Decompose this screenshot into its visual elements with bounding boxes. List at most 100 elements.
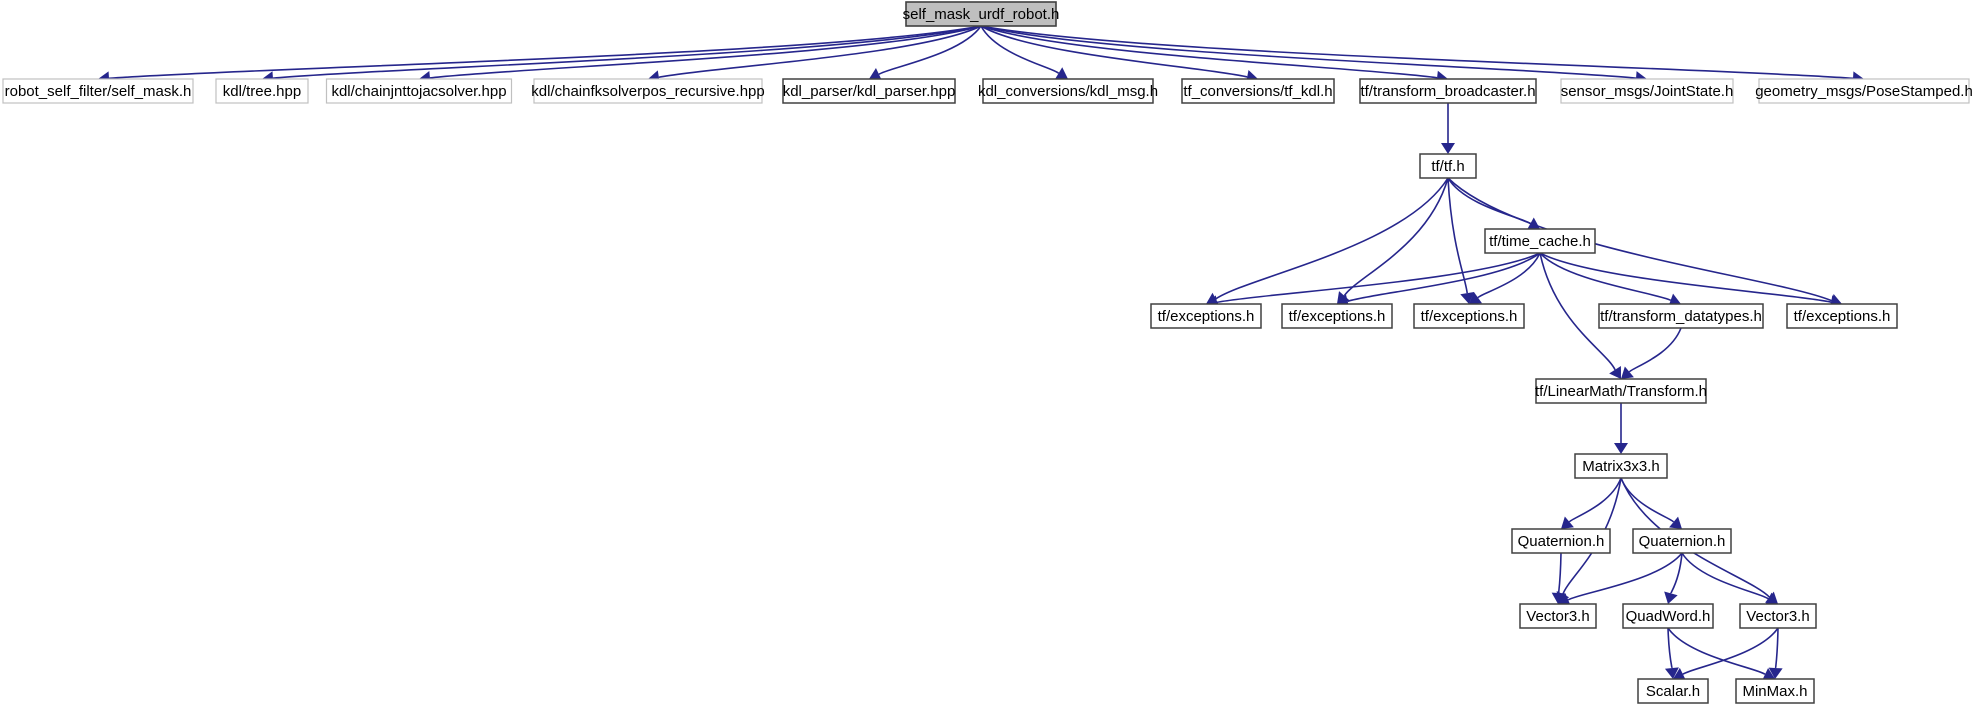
node-label: tf/exceptions.h [1158,308,1255,325]
arrowhead-icon [1768,667,1783,679]
node-label: tf/tf.h [1431,158,1464,175]
node-box[interactable] [1622,603,1714,629]
node-box[interactable] [905,1,1057,27]
node-box[interactable] [1560,78,1734,104]
node-box[interactable] [1519,603,1597,629]
node-box[interactable] [1181,78,1335,104]
edge-matrix3x3-h-to-quaternion-h [1568,477,1622,523]
graph-node-tf-transform-broadcaster-h[interactable]: tf/transform_broadcaster.h [1359,78,1537,104]
graph-node-geometry-msgs-posestamped-h[interactable]: geometry_msgs/PoseStamped.h [1755,78,1973,104]
node-label: geometry_msgs/PoseStamped.h [1755,83,1973,100]
graph-node-kdl-chainjnttojacsolver-hpp[interactable]: kdl/chainjnttojacsolver.hpp [325,78,513,104]
edge-tf-time-cache-h-to-tf-transform-datatypes-h [1539,252,1672,301]
node-box[interactable] [782,78,956,104]
node-box[interactable] [982,78,1154,104]
node-box[interactable] [1739,603,1817,629]
node-box[interactable] [1735,678,1815,704]
node-box[interactable] [1598,303,1764,329]
node-box[interactable] [215,78,309,104]
graph-node-tf-conversions-tf-kdl-h[interactable]: tf_conversions/tf_kdl.h [1181,78,1335,104]
graph-node-tf-tf-h[interactable]: tf/tf.h [1419,153,1477,179]
node-box[interactable] [1637,678,1709,704]
node-label: tf/transform_broadcaster.h [1360,83,1535,100]
node-box[interactable] [1413,303,1525,329]
graph-node-tf-exceptions-h[interactable]: tf/exceptions.h [1150,303,1262,329]
node-box[interactable] [1419,153,1477,179]
edge-quaternion-h-to-vector3-h [1557,552,1562,594]
graph-node-kdl-tree-hpp[interactable]: kdl/tree.hpp [215,78,309,104]
edge-tf-tf-h-to-tf-exceptions-h [1447,177,1832,302]
graph-node-robot-self-filter-self-mask-h[interactable]: robot_self_filter/self_mask.h [2,78,194,104]
node-label: Vector3.h [1526,608,1589,625]
edge-layer [98,25,1864,681]
graph-node-tf-exceptions-h[interactable]: tf/exceptions.h [1786,303,1898,329]
graph-node-sensor-msgs-jointstate-h[interactable]: sensor_msgs/JointState.h [1560,78,1734,104]
node-box[interactable] [1574,453,1668,479]
node-label: Quaternion.h [1639,533,1726,550]
arrowhead-icon [1669,516,1682,529]
node-label: kdl_parser/kdl_parser.hpp [783,83,956,100]
edge-quadword-h-to-minmax-h [1667,627,1766,675]
node-box[interactable] [533,78,763,104]
arrowhead-icon [1469,291,1483,304]
graph-node-matrix3x3-h[interactable]: Matrix3x3.h [1574,453,1668,479]
graph-node-tf-time-cache-h[interactable]: tf/time_cache.h [1484,228,1596,254]
edge-matrix3x3-h-to-vector3-h [1620,477,1771,598]
edge-self-mask-urdf-robot-h-to-kdl-conversions-kdl-msg-h [980,25,1060,74]
graph-node-scalar-h[interactable]: Scalar.h [1637,678,1709,704]
edge-tf-time-cache-h-to-tf-exceptions-h [1477,252,1541,299]
arrowhead-icon [1664,591,1678,604]
node-label: kdl_conversions/kdl_msg.h [978,83,1158,100]
edge-self-mask-urdf-robot-h-to-kdl-tree-hpp [272,25,982,79]
edge-tf-tf-h-to-tf-exceptions-h [1447,177,1468,294]
edge-tf-time-cache-h-to-tf-exceptions-h [1216,252,1541,304]
edge-self-mask-urdf-robot-h-to-kdl-chainjnttojacsolver-hpp [429,25,982,79]
node-box[interactable] [1535,378,1707,404]
node-box[interactable] [1359,78,1537,104]
node-label: kdl/chainjnttojacsolver.hpp [331,83,506,100]
node-label: tf/exceptions.h [1421,308,1518,325]
graph-node-quaternion-h[interactable]: Quaternion.h [1632,528,1732,554]
node-label: MinMax.h [1742,683,1807,700]
graph-node-tf-exceptions-h[interactable]: tf/exceptions.h [1281,303,1393,329]
node-box[interactable] [1786,303,1898,329]
node-box[interactable] [1281,303,1393,329]
graph-node-tf-exceptions-h[interactable]: tf/exceptions.h [1413,303,1525,329]
arrowhead-icon [1558,593,1571,607]
node-label: Quaternion.h [1518,533,1605,550]
graph-node-kdl-parser-kdl-parser-hpp[interactable]: kdl_parser/kdl_parser.hpp [782,78,956,104]
graph-node-kdl-conversions-kdl-msg-h[interactable]: kdl_conversions/kdl_msg.h [978,78,1158,104]
graph-node-vector3-h[interactable]: Vector3.h [1739,603,1817,629]
node-box[interactable] [1632,528,1732,554]
edge-self-mask-urdf-robot-h-to-geometry-msgs-posestamped-h [980,25,1854,80]
edge-self-mask-urdf-robot-h-to-kdl-parser-kdl-parser-hpp [878,25,982,75]
edge-matrix3x3-h-to-quaternion-h [1620,477,1675,523]
node-label: robot_self_filter/self_mask.h [5,83,192,100]
node-box[interactable] [2,78,194,104]
node-label: QuadWord.h [1626,608,1711,625]
node-box[interactable] [1758,78,1970,104]
graph-node-quaternion-h[interactable]: Quaternion.h [1511,528,1611,554]
graph-node-vector3-h[interactable]: Vector3.h [1519,603,1597,629]
graph-node-tf-linearmath-transform-h[interactable]: tf/LinearMath/Transform.h [1535,378,1707,404]
node-box[interactable] [1484,228,1596,254]
edge-vector3-h-to-minmax-h [1774,627,1779,669]
edge-self-mask-urdf-robot-h-to-tf-conversions-tf-kdl-h [980,25,1248,78]
graph-node-minmax-h[interactable]: MinMax.h [1735,678,1815,704]
edge-quaternion-h-to-quadword-h [1670,552,1683,595]
edge-tf-tf-h-to-tf-exceptions-h [1343,177,1449,297]
graph-node-kdl-chainfksolverpos-recursive-hpp[interactable]: kdl/chainfksolverpos_recursive.hpp [531,78,765,104]
arrowhead-icon [1441,143,1455,154]
edge-quaternion-h-to-vector3-h [1681,552,1769,600]
node-box[interactable] [1150,303,1262,329]
arrowhead-icon [1551,592,1566,604]
graph-node-tf-transform-datatypes-h[interactable]: tf/transform_datatypes.h [1598,303,1764,329]
edge-self-mask-urdf-robot-h-to-kdl-chainfksolverpos-recursive-hpp [658,25,982,79]
graph-node-quadword-h[interactable]: QuadWord.h [1622,603,1714,629]
arrowhead-icon [1664,667,1679,679]
node-box[interactable] [325,78,513,104]
graph-node-self-mask-urdf-robot-h[interactable]: self_mask_urdf_robot.h [903,1,1060,27]
node-box[interactable] [1511,528,1611,554]
edge-quadword-h-to-scalar-h [1667,627,1673,669]
